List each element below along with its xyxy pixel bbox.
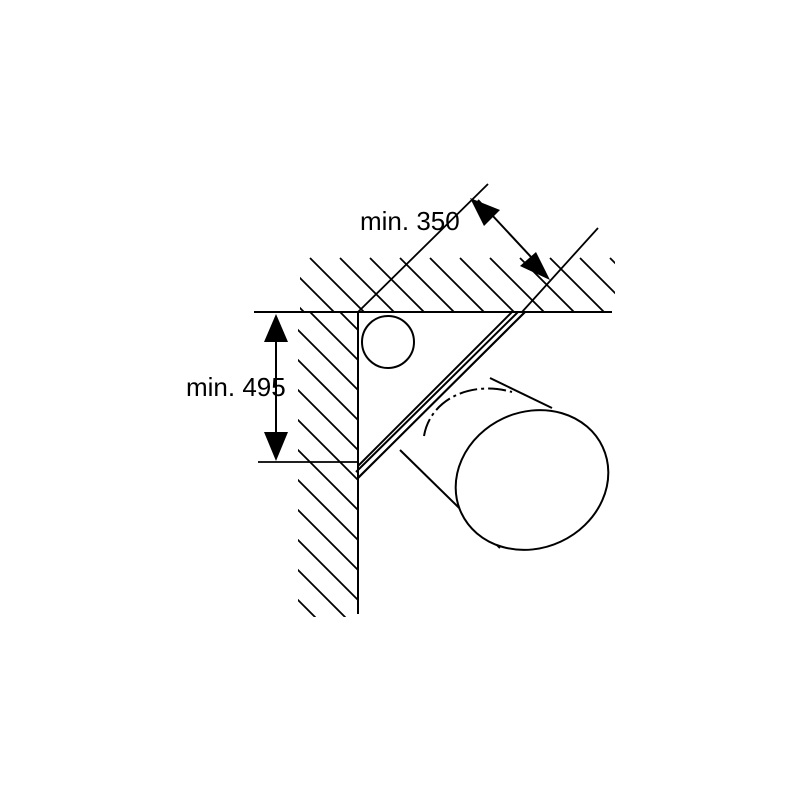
top-wall-hatch-line [339,257,395,312]
left-wall-hatch-line [298,328,358,392]
dimension-label-495: min. 495 [186,372,286,402]
corner-panel [355,311,528,479]
toilet-bowl [399,377,610,551]
top-wall-hatching [300,257,615,312]
left-wall-hatch-line [298,538,358,602]
dimension-495: min. 495 [186,314,358,463]
left-wall-hatch-line [298,448,358,512]
top-wall-hatch-line [549,257,605,312]
left-wall-hatch-line [298,598,317,617]
top-wall-hatch-line [300,276,335,312]
left-wall-hatch-line [298,568,347,617]
left-wall-hatch-line [0,312,288,620]
extension-line-1 [357,183,489,313]
top-wall-hatch-line [399,257,455,312]
top-wall-hatch-line [369,257,425,312]
left-wall-hatch-line [298,358,358,422]
left-wall-hatching [0,312,358,620]
top-wall-hatch-line [429,257,485,312]
flush-button [361,315,415,369]
left-wall-hatch-line [298,418,358,482]
top-wall-hatch-line [300,306,305,312]
top-wall-hatch-line [489,257,545,312]
dimension-350: min. 350 [360,198,550,280]
left-wall-hatch-line [298,508,358,572]
top-wall-hatch-line [579,257,615,295]
dimension-label-350: min. 350 [360,206,460,236]
top-wall-hatch-line [609,257,615,265]
extension-line-2 [521,227,599,313]
top-wall-hatch-line [459,257,515,312]
top-wall-hatch-line [309,257,365,312]
